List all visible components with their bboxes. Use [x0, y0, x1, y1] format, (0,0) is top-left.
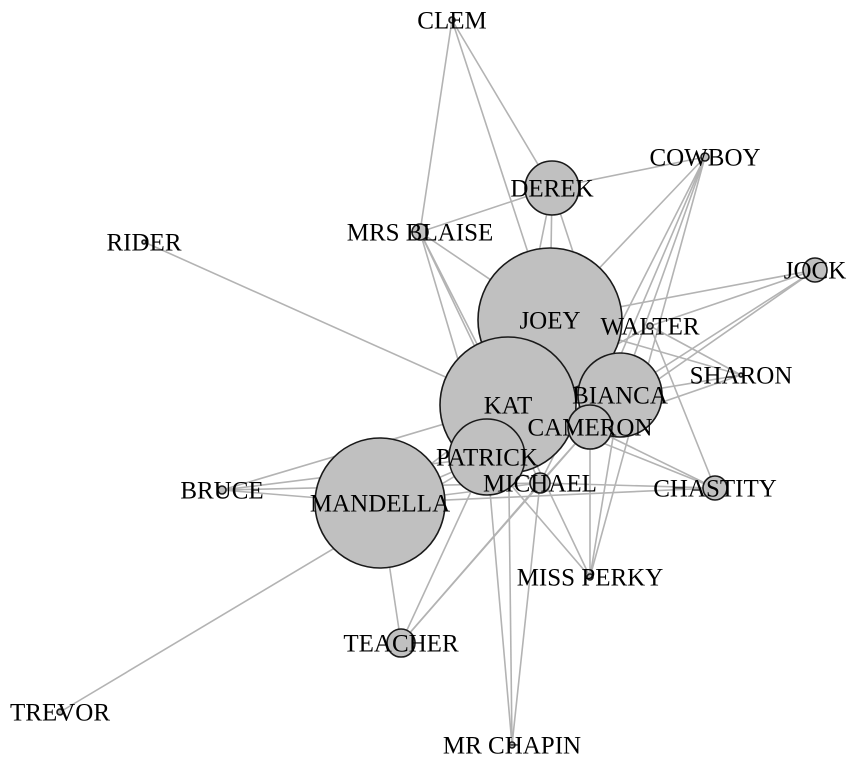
edge-mr-chapin-michael [511, 482, 541, 746]
edge-clem-mrs-blaise [419, 19, 453, 233]
node-miss-perky[interactable] [586, 573, 594, 581]
node-chastity[interactable] [702, 475, 728, 501]
edge-jock-walter [649, 269, 816, 327]
node-label-mr-chapin: MR CHAPIN [443, 733, 581, 760]
node-teacher[interactable] [386, 628, 416, 658]
node-cameron[interactable] [567, 404, 613, 450]
node-walter[interactable] [646, 322, 654, 330]
node-label-bruce: BRUCE [180, 478, 263, 505]
node-label-cameron: CAMERON [527, 415, 652, 442]
node-derek[interactable] [524, 160, 580, 216]
node-mandella[interactable] [314, 437, 446, 569]
node-label-chastity: CHASTITY [653, 476, 777, 503]
node-label-sharon: SHARON [690, 363, 793, 390]
node-label-teacher: TEACHER [343, 631, 459, 658]
edge-mr-chapin-patrick [486, 456, 513, 746]
node-label-bianca: BIANCA [572, 383, 668, 410]
node-label-rider: RIDER [107, 230, 182, 257]
node-rider[interactable] [141, 239, 147, 245]
labels-layer: CLEM DEREK MRS BLAISE COWBOY RIDER JOCK JOEY WA… [10, 8, 846, 760]
node-clem[interactable] [448, 16, 456, 24]
edge-clem-derek [451, 19, 553, 189]
node-label-kat: KAT [484, 393, 533, 420]
node-label-miss-perky: MISS PERKY [517, 565, 664, 592]
node-label-trevor: TREVOR [10, 700, 110, 727]
node-patrick[interactable] [448, 418, 526, 496]
node-label-clem: CLEM [417, 8, 486, 35]
node-label-mandella: MANDELLA [310, 491, 450, 518]
node-bruce[interactable] [217, 485, 227, 495]
node-label-walter: WALTER [600, 314, 699, 341]
node-mr-chapin[interactable] [508, 741, 516, 749]
edge-chastity-cameron [589, 426, 716, 489]
node-label-patrick: PATRICK [436, 445, 538, 472]
node-mrs-blaise[interactable] [411, 223, 429, 241]
node-sharon[interactable] [738, 372, 744, 378]
edge-walter-sharon [649, 325, 742, 376]
node-label-michael: MICHAEL [483, 471, 597, 498]
edge-chastity-michael [539, 482, 716, 489]
node-label-cowboy: COWBOY [649, 145, 760, 172]
nodes-layer [56, 16, 828, 749]
node-label-mrs-blaise: MRS BLAISE [347, 220, 494, 247]
node-label-derek: DEREK [510, 176, 593, 203]
node-jock[interactable] [802, 257, 828, 283]
node-label-jock: JOCK [784, 258, 847, 285]
node-cowboy[interactable] [700, 152, 710, 162]
node-michael[interactable] [529, 472, 551, 494]
node-label-joey: JOEY [519, 308, 580, 335]
node-trevor[interactable] [56, 708, 64, 716]
edge-walter-chastity [649, 325, 716, 489]
